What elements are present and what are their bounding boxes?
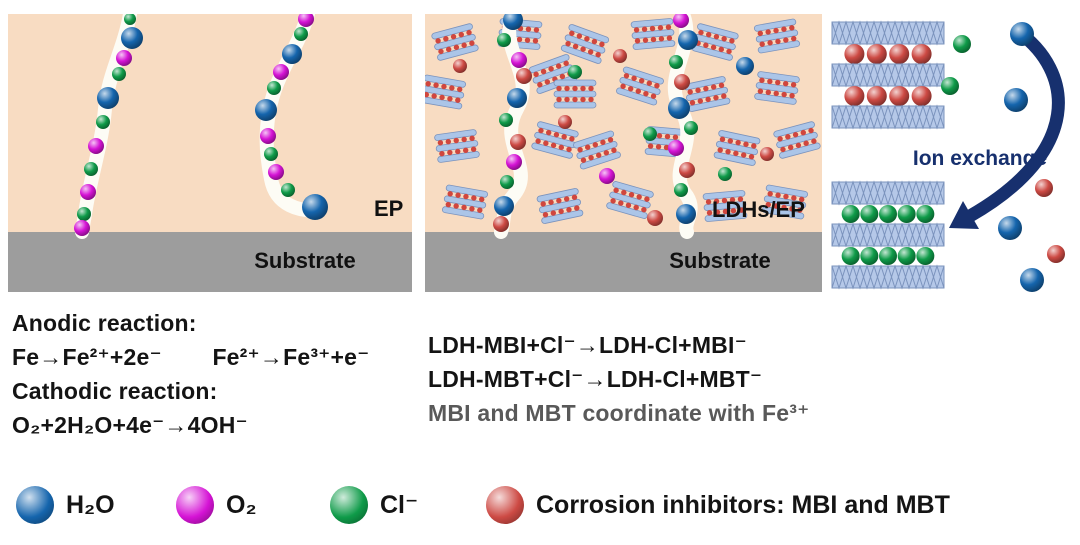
ldh-coating-panel-graphic (425, 14, 822, 292)
ldh-ep-label: LDHs/EP (712, 197, 805, 222)
h2o-sphere-icon (16, 486, 54, 524)
cl-sphere-icon (330, 486, 368, 524)
anodic-equations: Fe→Fe²⁺+2e⁻ Fe²⁺→Fe³⁺+e⁻ (12, 344, 369, 371)
substrate-label-ldh: Substrate (669, 248, 771, 273)
ldh-mbt-exchange-equation: LDH-MBT+Cl⁻→LDH-Cl+MBT⁻ (428, 366, 763, 392)
ion-exchange-label: Ion exchange (912, 147, 1048, 170)
ldh-mbi-exchange-equation: LDH-MBI+Cl⁻→LDH-Cl+MBI⁻ (428, 332, 747, 358)
legend-item-h2o: H₂O (16, 486, 115, 524)
substrate-label-ep: Substrate (254, 248, 356, 273)
inhibitor-sphere-icon (486, 486, 524, 524)
legend-item-inhibitor: Corrosion inhibitors: MBI and MBT (486, 486, 950, 524)
anodic-equation-1: Fe→Fe²⁺+2e⁻ (12, 344, 162, 370)
legend-label-inhibitor: Corrosion inhibitors: MBI and MBT (536, 490, 950, 519)
legend-label-cl: Cl⁻ (380, 491, 419, 519)
legend-item-cl: Cl⁻ (330, 486, 418, 524)
anodic-equation-2: Fe²⁺→Fe³⁺+e⁻ (212, 344, 370, 370)
cathodic-equation: O₂+2H₂O+4e⁻→4OH⁻ (12, 412, 248, 438)
cathodic-reaction-title: Cathodic reaction: (12, 378, 218, 404)
legend-item-o2: O₂ (176, 486, 257, 524)
anodic-reaction-title: Anodic reaction: (12, 310, 197, 336)
ion-exchange-graphic (831, 21, 1065, 292)
ep-label: EP (374, 196, 404, 221)
legend-label-o2: O₂ (226, 490, 257, 519)
legend-label-h2o: H₂O (66, 490, 115, 519)
o2-sphere-icon (176, 486, 214, 524)
coordination-note: MBI and MBT coordinate with Fe³⁺ (428, 400, 810, 426)
ep-coating-panel-graphic (8, 14, 412, 292)
